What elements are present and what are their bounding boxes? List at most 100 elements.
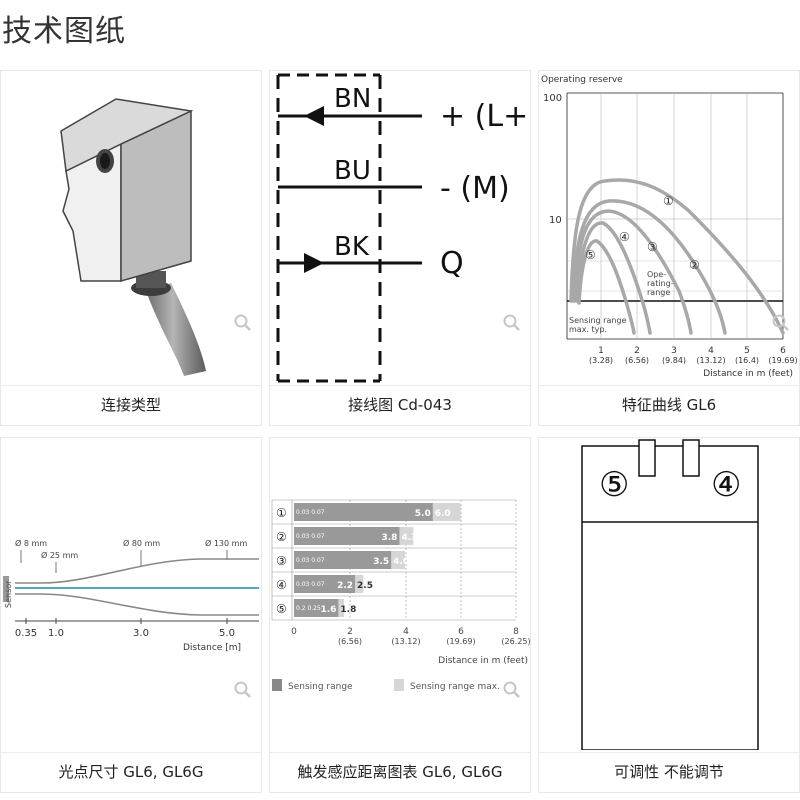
range-bar xyxy=(294,551,392,569)
curve-label: ④ xyxy=(619,230,630,244)
card-caption: 光点尺寸 GL6, GL6G xyxy=(58,763,204,781)
x-tick-sub: (13.12) xyxy=(696,356,725,365)
operating-range-label: range xyxy=(647,288,670,297)
y-axis-label: Sensor xyxy=(4,580,13,608)
zoom-icon[interactable] xyxy=(502,313,522,333)
wiring-diagram[interactable]: BN BU BK + (L+) - (M) Q xyxy=(270,71,530,383)
x-tick-label: 6 xyxy=(780,346,786,356)
x-tick-sub: (19.69) xyxy=(446,637,475,646)
x-tick-label: 3.0 xyxy=(133,628,149,639)
range-bar xyxy=(294,503,433,521)
chart-title: Operating reserve xyxy=(541,75,623,85)
x-tick-label: 8 xyxy=(513,627,519,637)
row-label: ① xyxy=(276,506,287,520)
card-connection-type[interactable]: 连接类型 xyxy=(0,70,262,426)
curve-line xyxy=(577,239,636,335)
x-tick-sub: (19.69) xyxy=(768,356,797,365)
spot-svg: Ø 8 mm Ø 25 mm Ø 80 mm Ø 130 mm Sensor xyxy=(3,538,259,653)
spot-diagram[interactable]: Ø 8 mm Ø 25 mm Ø 80 mm Ø 130 mm Sensor xyxy=(1,438,261,750)
curve-label: ② xyxy=(689,258,700,272)
range-value-label: 5.0 xyxy=(415,509,431,519)
max-value-label: 6.0 xyxy=(435,509,451,519)
card-wiring-diagram[interactable]: BN BU BK + (L+) - (M) Q 接线图 Cd-043 xyxy=(269,70,531,426)
wiring-svg: BN BU BK + (L+) - (M) Q xyxy=(276,73,530,383)
legend-label: Sensing range max. xyxy=(410,682,500,692)
wire-code: BU xyxy=(334,156,371,186)
connector-pin xyxy=(638,439,656,477)
connector-pin xyxy=(682,439,700,477)
min-distance-label: 0.03 0.07 xyxy=(296,581,325,588)
curve-line xyxy=(575,221,652,335)
x-axis-label: Distance in m (feet) xyxy=(438,656,528,666)
card-caption: 触发感应距离图表 GL6, GL6G xyxy=(297,763,503,781)
range-value-label: 3.8 xyxy=(381,533,397,543)
wire-signal: + (L+) xyxy=(440,99,530,134)
x-tick-label: 1 xyxy=(598,346,604,356)
card-spot-size[interactable]: Ø 8 mm Ø 25 mm Ø 80 mm Ø 130 mm Sensor xyxy=(0,437,262,793)
diameter-label: Ø 25 mm xyxy=(41,550,78,560)
row-label: ② xyxy=(276,530,287,544)
x-tick-label: 1.0 xyxy=(48,628,64,639)
card-caption: 连接类型 xyxy=(100,396,161,414)
curve-line xyxy=(569,178,785,335)
card-characteristic-curve[interactable]: Operating reserve 100 10 xyxy=(538,70,800,426)
range-bar xyxy=(294,599,339,617)
x-tick-label: 3 xyxy=(671,346,677,356)
range-bar xyxy=(294,575,356,593)
zoom-icon[interactable] xyxy=(502,680,522,700)
range-value-label: 2.2 xyxy=(337,581,353,591)
min-distance-label: 0.03 0.07 xyxy=(296,509,325,516)
legend-swatch xyxy=(394,679,404,691)
zoom-icon[interactable] xyxy=(233,680,253,700)
x-tick-sub: (13.12) xyxy=(391,637,420,646)
row-label: ④ xyxy=(276,578,287,592)
row-label: ③ xyxy=(276,554,287,568)
diameter-label: Ø 130 mm xyxy=(205,538,247,548)
zoom-icon[interactable] xyxy=(771,313,791,333)
x-axis-label: Distance [m] xyxy=(183,643,241,653)
min-distance-label: 0.2 0.25 xyxy=(296,605,321,612)
curve-chart[interactable]: Operating reserve 100 10 xyxy=(539,71,799,383)
curve-label: ⑤ xyxy=(585,248,596,262)
wire-signal: - (M) xyxy=(440,171,510,206)
min-distance-label: 0.03 0.07 xyxy=(296,557,325,564)
indicator-label: ⑤ xyxy=(599,465,629,505)
output-arrow-icon xyxy=(304,253,324,273)
diameter-label: Ø 8 mm xyxy=(15,538,47,548)
operating-range-label: Ope- xyxy=(647,270,666,279)
x-tick-sub: (16.4) xyxy=(735,356,759,365)
zoom-icon[interactable] xyxy=(233,313,253,333)
sensor-drawing xyxy=(60,98,206,376)
x-tick-sub: (9.84) xyxy=(662,356,686,365)
range-value-label: 3.5 xyxy=(373,557,389,567)
card-caption: 接线图 Cd-043 xyxy=(348,396,452,414)
input-arrow-icon xyxy=(304,106,324,126)
x-tick-label: 2 xyxy=(347,627,353,637)
x-axis-label: Distance in m (feet) xyxy=(703,369,793,379)
sensor-photo[interactable] xyxy=(1,71,261,383)
indicator-label: ④ xyxy=(711,465,741,505)
card-caption: 特征曲线 GL6 xyxy=(621,396,717,414)
sensing-range-label: max. typ. xyxy=(569,325,607,334)
card-caption: 可调性 不能调节 xyxy=(614,763,724,781)
wire-code: BK xyxy=(334,232,370,262)
curve-line xyxy=(573,209,693,335)
adjust-svg: ⑤ ④ xyxy=(581,439,759,750)
x-tick-label: 0 xyxy=(291,627,297,637)
legend-swatch xyxy=(272,679,282,691)
curve-label: ① xyxy=(663,194,674,208)
x-tick-sub: (6.56) xyxy=(625,356,649,365)
max-value-label: 4.0 xyxy=(393,557,409,567)
card-adjustability[interactable]: ⑤ ④ 可调性 不能调节 xyxy=(538,437,800,793)
operating-range-label: rating- xyxy=(647,279,674,288)
x-tick-sub: (3.28) xyxy=(589,356,613,365)
page-title: 技术图纸 xyxy=(2,14,126,49)
legend-label: Sensing range xyxy=(288,682,353,692)
row-label: ⑤ xyxy=(276,602,287,616)
adjust-diagram[interactable]: ⑤ ④ xyxy=(539,438,799,750)
y-tick-label: 100 xyxy=(543,93,562,104)
curve-line xyxy=(571,199,727,335)
y-tick-label: 10 xyxy=(549,215,562,226)
